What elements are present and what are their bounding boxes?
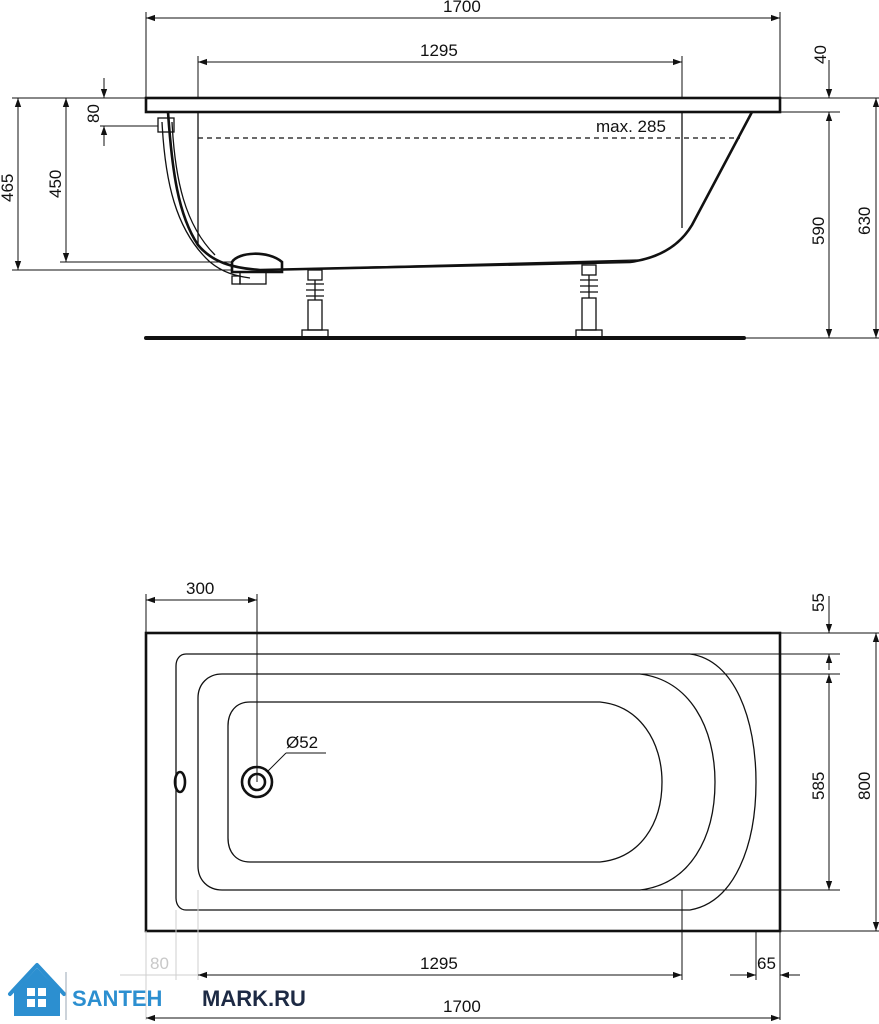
side-overall-length: 1700 (443, 0, 481, 16)
top-end-offset-right: 65 (757, 954, 776, 973)
water-level-label: max. 285 (596, 117, 666, 136)
side-height-total-left: 465 (0, 174, 17, 202)
top-inner-length: 1295 (420, 954, 458, 973)
brand-mark: MARK.RU (202, 986, 306, 1011)
drain-diameter-label: Ø52 (286, 733, 318, 752)
side-height-bottom-left: 450 (46, 170, 65, 198)
side-rim-thickness: 40 (811, 45, 830, 64)
side-depth: 590 (809, 217, 828, 245)
top-rim-width: 55 (809, 593, 828, 612)
side-view: max. 285 1700 1295 40 590 630 80 46 (0, 0, 879, 340)
bathtub-rim (144, 96, 782, 114)
overflow-hole (173, 770, 187, 794)
top-overall-length: 1700 (443, 997, 481, 1016)
side-inner-length: 1295 (420, 41, 458, 60)
drain-hole: Ø52 (240, 733, 326, 799)
leg-left (301, 269, 329, 338)
basin-bottom (227, 701, 663, 863)
bathtub-outline (144, 631, 782, 933)
watermark-logo: SANTEH MARK.RU (8, 963, 306, 1020)
drain-siphon (230, 252, 284, 274)
side-overflow-offset: 80 (84, 104, 103, 123)
top-overall-width: 800 (855, 772, 874, 800)
top-inner-width: 585 (809, 772, 828, 800)
house-icon (8, 963, 66, 1016)
top-drain-offset: 300 (186, 579, 214, 598)
brand-santeh: SANTEH (72, 986, 162, 1011)
top-end-offset-left: 80 (150, 954, 169, 973)
side-total-height: 630 (855, 207, 874, 235)
top-view: Ø52 300 55 585 800 80 1295 (120, 579, 879, 1022)
leg-right (575, 264, 603, 338)
